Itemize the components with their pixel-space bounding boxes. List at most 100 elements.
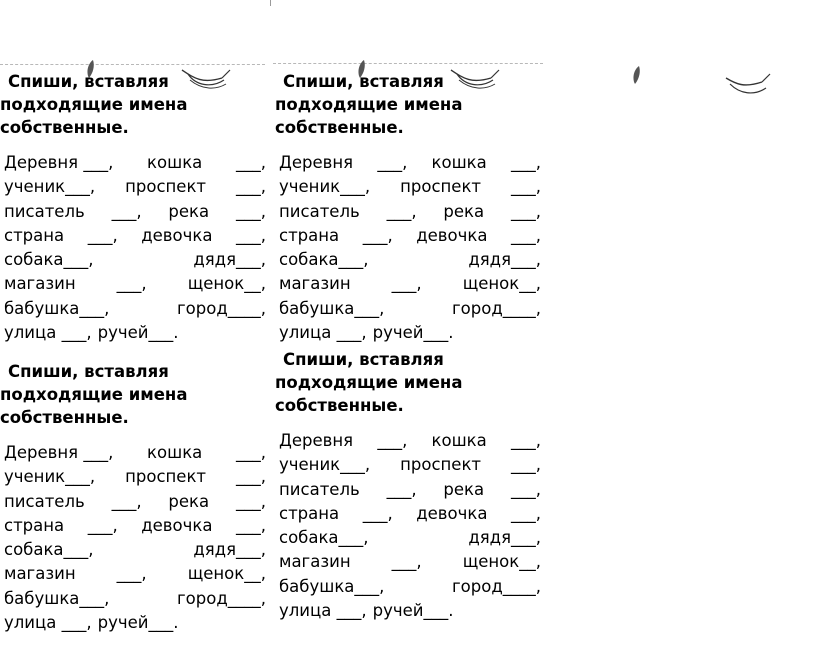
exercise-card-bottom-left: Спиши, вставляя подходящие имена собстве… — [0, 360, 266, 635]
text-fragment: кошка — [431, 431, 487, 450]
text-fragment: девочка — [141, 225, 213, 245]
text-line: страна___,девочка___, — [4, 224, 266, 248]
text-line: страна___,девочка___, — [279, 502, 541, 526]
text-fragment: магазин — [4, 564, 76, 584]
text-fragment: ___, — [235, 225, 266, 245]
text-fragment: бабушка___, — [4, 298, 110, 318]
text-fragment: ___, — [511, 455, 541, 475]
heading-line: собственные. — [0, 118, 129, 137]
exercise-heading: Спиши, вставляя подходящие имена собстве… — [275, 70, 541, 139]
exercise-heading: Спиши, вставляя подходящие имена собстве… — [0, 360, 266, 429]
text-fragment: ___, — [510, 225, 541, 245]
text-fragment: ___, — [510, 153, 541, 172]
heading-line: подходящие имена — [275, 373, 463, 392]
text-line: ученик___,проспект___, — [279, 175, 541, 199]
text-fragment: собака___, — [279, 528, 369, 548]
text-fragment: кошка — [431, 153, 487, 172]
feather-quill-icon — [358, 60, 500, 89]
text-fragment: ___, — [116, 274, 147, 294]
text-line: собака___, дядя___, — [4, 538, 266, 562]
text-line: ученик___,проспект___, — [4, 175, 266, 199]
text-fragment: город____, — [452, 298, 541, 318]
text-fragment: магазин — [279, 274, 351, 294]
text-fragment: ___, — [391, 552, 422, 572]
text-fragment: ручей___. — [372, 323, 454, 343]
text-line: Деревня___,кошка___, — [279, 429, 541, 453]
text-fragment: Деревня — [279, 153, 354, 172]
text-fragment: бабушка___, — [4, 588, 110, 608]
text-line: улица ___,ручей___. — [279, 321, 541, 345]
text-fragment: девочка — [416, 225, 488, 245]
exercise-heading: Спиши, вставляя подходящие имена собстве… — [0, 70, 266, 139]
text-fragment: Деревня ___, — [4, 443, 114, 462]
text-fragment: писатель — [4, 201, 85, 221]
page-divider-line-left — [0, 64, 265, 65]
feather-quill-icon — [87, 60, 231, 89]
text-fragment: ___, — [362, 503, 393, 523]
text-fragment: Деревня — [279, 431, 354, 450]
text-line: Деревня ___, кошка ___, — [4, 151, 266, 175]
text-fragment: улица ___, — [279, 323, 367, 343]
text-fragment: ___, — [235, 201, 266, 221]
text-fragment: ___, — [236, 467, 266, 487]
text-fragment: проспект — [125, 177, 207, 197]
text-fragment: ученик___, — [4, 177, 96, 197]
text-fragment: Деревня ___, — [4, 153, 114, 172]
text-fragment: улица ___, — [4, 323, 92, 343]
text-line: бабушка___, город____, — [279, 297, 541, 321]
text-line: магазин___,щенок__, — [279, 550, 541, 574]
text-fragment: ___, — [362, 225, 393, 245]
text-fragment: бабушка___, — [279, 298, 385, 318]
text-line: ученик___,проспект___, — [4, 465, 266, 489]
text-fragment: ___, — [235, 515, 266, 535]
exercise-text: Деревня ___, кошка ___, ученик___,проспект_… — [279, 151, 541, 345]
text-fragment: дядя___, — [468, 250, 541, 270]
text-fragment: проспект — [125, 467, 207, 487]
text-fragment: страна — [279, 503, 340, 523]
page-divider-line-middle — [273, 63, 543, 64]
text-line: улица ___,ручей___. — [4, 611, 266, 635]
text-line: ученик___,проспект___, — [279, 453, 541, 477]
text-fragment: ручей___. — [97, 323, 179, 343]
text-fragment: кошка — [147, 443, 203, 462]
heading-line: собственные. — [0, 408, 129, 427]
exercise-heading: Спиши, вставляя подходящие имена собстве… — [275, 348, 541, 417]
exercise-card-top-left: Спиши, вставляя подходящие имена собстве… — [0, 70, 266, 345]
text-fragment: ___, — [510, 431, 541, 450]
text-fragment: ___, — [235, 153, 266, 172]
feather-quill-icon — [633, 66, 771, 94]
text-fragment: ___, — [111, 201, 142, 221]
text-line: улица ___,ручей___. — [279, 599, 541, 623]
heading-line: собственные. — [275, 396, 404, 415]
text-fragment: ручей___. — [97, 613, 179, 633]
text-line: писатель___,река___, — [279, 200, 541, 224]
text-fragment: ___, — [391, 274, 422, 294]
text-fragment: дядя___, — [193, 540, 266, 560]
text-line: бабушка___,город____, — [4, 587, 266, 611]
text-fragment: собака___, — [4, 540, 94, 560]
text-fragment: ___, — [377, 153, 408, 172]
text-fragment: щенок__, — [462, 274, 541, 294]
exercise-text: Деревня ___, кошка ___, ученик___, проспект… — [4, 151, 266, 345]
text-fragment: ___, — [235, 443, 266, 462]
text-fragment: магазин — [4, 274, 76, 294]
text-fragment: дядя___, — [468, 528, 541, 548]
text-line: магазин___,щенок__, — [4, 562, 266, 586]
text-line: писатель___,река___, — [4, 490, 266, 514]
text-line: писатель___,река___, — [4, 200, 266, 224]
heading-line: подходящие имена — [275, 95, 463, 114]
text-line: бабушка___,город____, — [279, 575, 541, 599]
text-fragment: улица ___, — [279, 601, 367, 621]
text-fragment: ___, — [386, 201, 417, 221]
text-fragment: щенок__, — [462, 552, 541, 572]
text-line: магазин ___, щенок__, — [279, 272, 541, 296]
top-tick-mark — [270, 0, 271, 6]
text-fragment: улица ___, — [4, 613, 92, 633]
text-fragment: кошка — [147, 153, 203, 172]
text-fragment: ученик___, — [279, 177, 371, 197]
text-line: магазин___,щенок__, — [4, 272, 266, 296]
text-fragment: девочка — [141, 515, 213, 535]
exercise-text: Деревня ___,кошка___, ученик___,проспект… — [4, 441, 266, 635]
text-fragment: ученик___, — [279, 455, 371, 475]
text-fragment: река — [443, 201, 485, 221]
